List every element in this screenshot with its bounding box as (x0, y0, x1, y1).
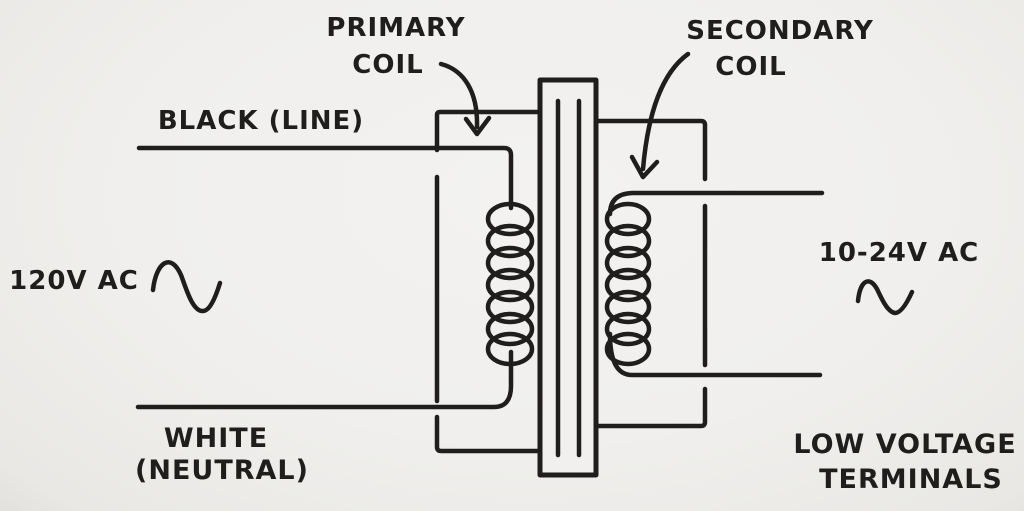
output-voltage-label: 10-24V AC (818, 238, 980, 268)
core-outline (537, 77, 599, 478)
low-voltage-terminals-label-line1: LOW VOLTAGE (793, 429, 1017, 460)
white-neutral-label-line2: (NEUTRAL) (135, 455, 309, 486)
input-ac-sine-wave-icon (150, 260, 223, 314)
low-voltage-terminals-label-line2: TERMINALS (819, 464, 1003, 495)
white-neutral-wire (135, 349, 514, 410)
secondary-circuit (593, 118, 825, 429)
low-voltage-terminal-wire-top (607, 190, 825, 217)
primary-coil-arrow (438, 61, 492, 137)
secondary-coil-label-line1: SECONDARY (686, 16, 874, 46)
primary-coil-label-line1: PRIMARY (326, 13, 466, 43)
transformer-core (537, 77, 599, 478)
primary-frame-top (434, 109, 544, 153)
primary-coil-label-line2: COIL (352, 50, 424, 80)
output-ac-sine-wave-icon (855, 279, 915, 316)
primary-coil (485, 201, 535, 367)
low-voltage-terminal-wire-bottom (607, 331, 823, 378)
secondary-frame-bottom (593, 386, 708, 429)
secondary-coil-label-line2: COIL (715, 52, 787, 82)
input-voltage-label: 120V AC (9, 266, 139, 296)
black-line-label: BLACK (LINE) (157, 106, 365, 136)
secondary-frame-top (593, 118, 708, 182)
secondary-coil-arrow (629, 51, 691, 180)
black-line-wire (136, 145, 514, 211)
primary-circuit (135, 109, 544, 454)
primary-frame-bottom (434, 414, 544, 454)
white-neutral-label-line1: WHITE (163, 423, 269, 454)
secondary-coil (604, 201, 652, 367)
